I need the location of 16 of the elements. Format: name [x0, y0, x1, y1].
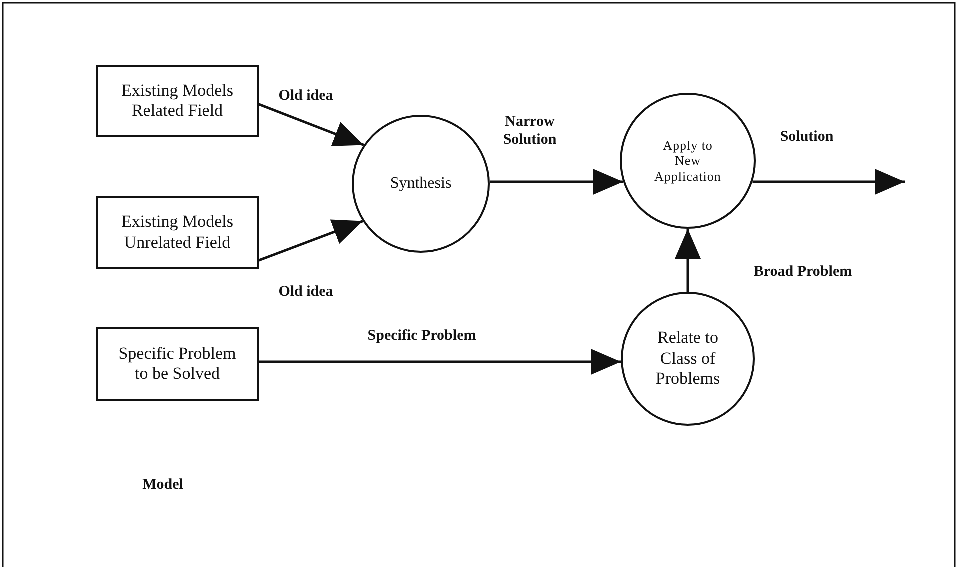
arrow — [258, 220, 364, 262]
arrow — [752, 169, 905, 195]
arrow — [675, 229, 701, 292]
node-text: Specific Problem to be Solved — [118, 344, 238, 384]
arrow — [490, 169, 624, 195]
node-text: Synthesis — [389, 174, 453, 194]
node-text: Apply to New Application — [654, 138, 722, 184]
arrow — [258, 103, 364, 146]
source-box — [96, 196, 259, 269]
node-text: Relate to Class of Problems — [654, 328, 722, 390]
node-text: Existing Models Unrelated Field — [120, 212, 234, 253]
source-box — [96, 65, 259, 137]
node-text: Existing Models Related Field — [120, 80, 234, 122]
source-box — [96, 327, 259, 401]
arrow — [259, 349, 622, 375]
edge-label: Specific Problem — [366, 327, 478, 345]
